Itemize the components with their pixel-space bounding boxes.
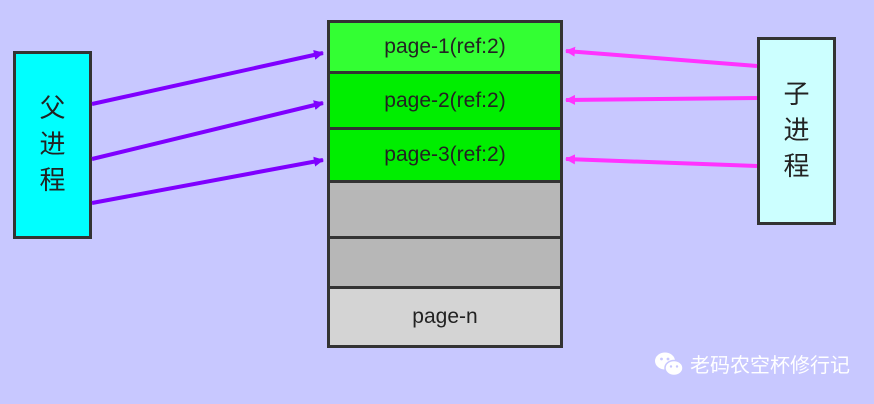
empty-page-cell (330, 183, 560, 236)
child-arrow-page-3 (565, 154, 758, 168)
parent-process-label: 父进程 (39, 94, 66, 196)
parent-process-box: 父进程 (13, 51, 92, 239)
page-table: page-1(ref:2) page-2(ref:2) page-3(ref:2… (327, 20, 563, 348)
wechat-icon (655, 352, 684, 376)
child-process-box: 子进程 (757, 37, 836, 225)
page-n-cell: page-n (330, 289, 560, 345)
empty-page-cell (330, 239, 560, 286)
parent-arrow-page-3 (91, 156, 324, 205)
page-1-cell: page-1(ref:2) (330, 23, 560, 71)
parent-arrow-page-1 (91, 50, 324, 106)
watermark-text: 老码农空杯修行记 (690, 353, 850, 377)
child-arrow-page-2 (565, 94, 758, 105)
watermark: 老码农空杯修行记 (654, 349, 850, 378)
child-process-label: 子进程 (783, 80, 810, 182)
page-3-cell: page-3(ref:2) (330, 130, 560, 180)
parent-arrow-page-2 (91, 100, 324, 161)
page-2-cell: page-2(ref:2) (330, 74, 560, 127)
child-arrow-page-1 (565, 46, 758, 68)
